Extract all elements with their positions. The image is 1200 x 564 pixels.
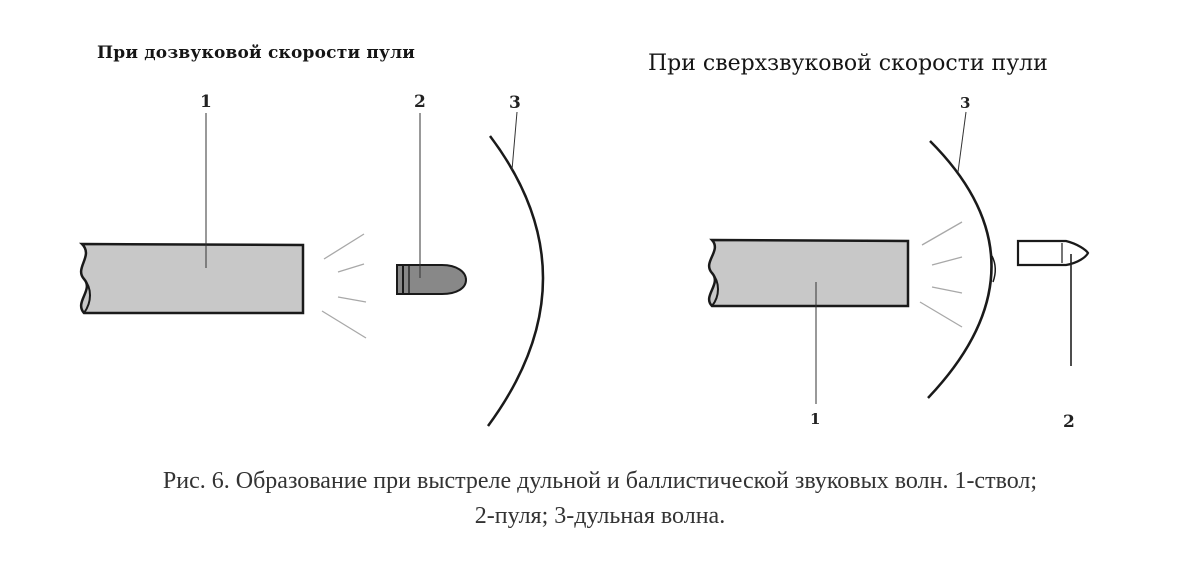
supersonic-title: При сверхзвуковой скорости пули [648,51,1048,76]
blast-lines-left [321,233,367,339]
barrel-right [707,238,910,308]
figure-caption-line-2: 2-пуля; 3-дульная волна. [474,503,726,529]
label-left-3: 3 [509,93,521,113]
blast-lines-right [919,221,963,328]
bullet-left [396,264,468,295]
figure-caption-line-1: Рис. 6. Образование при выстреле дульной… [162,468,1038,494]
bullet-right [1016,239,1090,267]
subsonic-title: При дозвуковой скорости пули [97,43,416,63]
barrel-right-bore [711,272,719,307]
supersonic-panel: 1 3 2 [707,94,1090,432]
label-left-2: 2 [414,92,426,112]
label-right-2: 2 [1063,412,1075,432]
barrel-left-bore [83,278,91,314]
ballistic-wave-right [991,255,996,283]
label-right-1: 1 [810,410,820,428]
leader-right-3 [957,111,967,173]
muzzle-wave-left [486,135,545,427]
barrel-left [78,242,305,315]
subsonic-panel: 1 2 3 [78,92,545,427]
label-left-1: 1 [200,92,212,112]
leader-left-3 [511,111,518,171]
muzzle-wave-right [927,140,993,399]
label-right-3: 3 [960,94,970,112]
